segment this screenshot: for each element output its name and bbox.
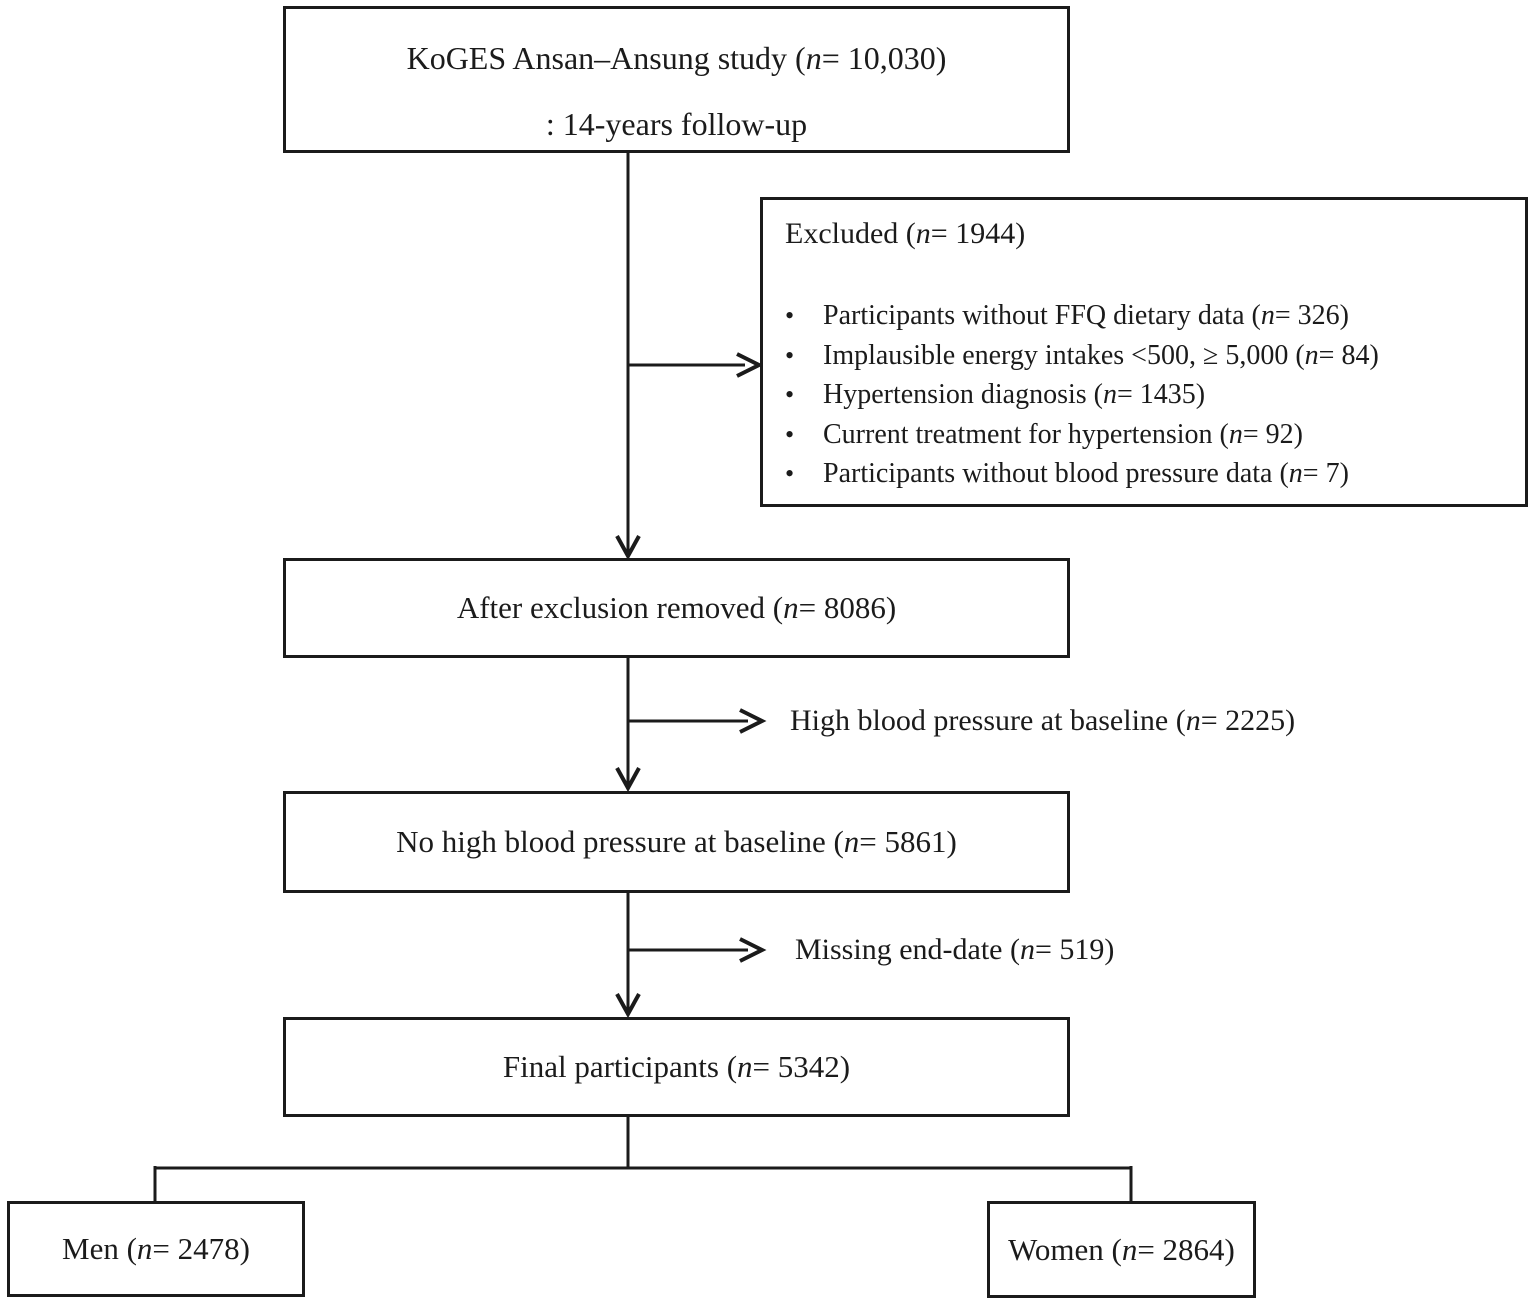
bullet-text: Participants without FFQ dietary data (n… [823, 300, 1349, 331]
women-label: Women (n= 2864) [1008, 1231, 1235, 1267]
bullet-icon: • [785, 459, 795, 489]
bullet-text: Hypertension diagnosis (n= 1435) [823, 379, 1206, 411]
missing-end-date-branch-label: Missing end-date (n= 519) [795, 933, 1115, 966]
study-box-line2: : 14-years follow-up [545, 106, 808, 142]
final-participants-label: Final participants (n= 5342) [502, 1049, 851, 1084]
after-exclusion-box: After exclusion removed (n= 8086) [283, 558, 1070, 658]
study-box: KoGES Ansan–Ansung study (n= 10,030) : 1… [283, 6, 1070, 153]
bullet-text: Implausible energy intakes <500, ≥ 5,000… [823, 339, 1379, 371]
no-high-bp-label: No high blood pressure at baseline (n= 5… [396, 824, 957, 859]
bullet-icon: • [785, 419, 795, 449]
bullet-item: • Current treatment for hypertension (n=… [785, 415, 1511, 455]
women-box: Women (n= 2864) [987, 1201, 1256, 1298]
bullet-item: • Participants without FFQ dietary data … [785, 296, 1511, 336]
high-bp-branch-arrowhead [739, 708, 767, 734]
no-high-bp-box: No high blood pressure at baseline (n= 5… [283, 791, 1070, 893]
excluded-title: Excluded (n= 1944) [785, 217, 1026, 250]
bullet-item: • Participants without blood pressure da… [785, 454, 1511, 494]
study-box-line1: KoGES Ansan–Ansung study (n= 10,030) [406, 40, 947, 76]
high-bp-branch-label: High blood pressure at baseline (n= 2225… [790, 704, 1296, 737]
men-box: Men (n= 2478) [7, 1201, 305, 1297]
final-participants-box: Final participants (n= 5342) [283, 1017, 1070, 1117]
men-label: Men (n= 2478) [62, 1231, 250, 1266]
excluded-branch-arrowhead [736, 352, 764, 378]
excluded-bullet-list: • Participants without FFQ dietary data … [785, 296, 1511, 494]
bullet-item: • Implausible energy intakes <500, ≥ 5,0… [785, 336, 1511, 376]
bullet-icon: • [785, 301, 795, 330]
bullet-text: Participants without blood pressure data… [823, 458, 1349, 490]
spine-arrowhead-2 [615, 767, 641, 793]
spine-arrowhead-1 [615, 535, 641, 561]
excluded-box: Excluded (n= 1944) • Participants withou… [760, 197, 1528, 507]
bullet-icon: • [785, 380, 795, 410]
after-exclusion-label: After exclusion removed (n= 8086) [456, 590, 897, 625]
bullet-icon: • [785, 340, 795, 370]
bullet-item: • Hypertension diagnosis (n= 1435) [785, 375, 1511, 415]
bullet-text: Current treatment for hypertension (n= 9… [823, 418, 1303, 450]
spine-arrowhead-3 [615, 993, 641, 1019]
missing-branch-arrowhead [739, 937, 767, 963]
